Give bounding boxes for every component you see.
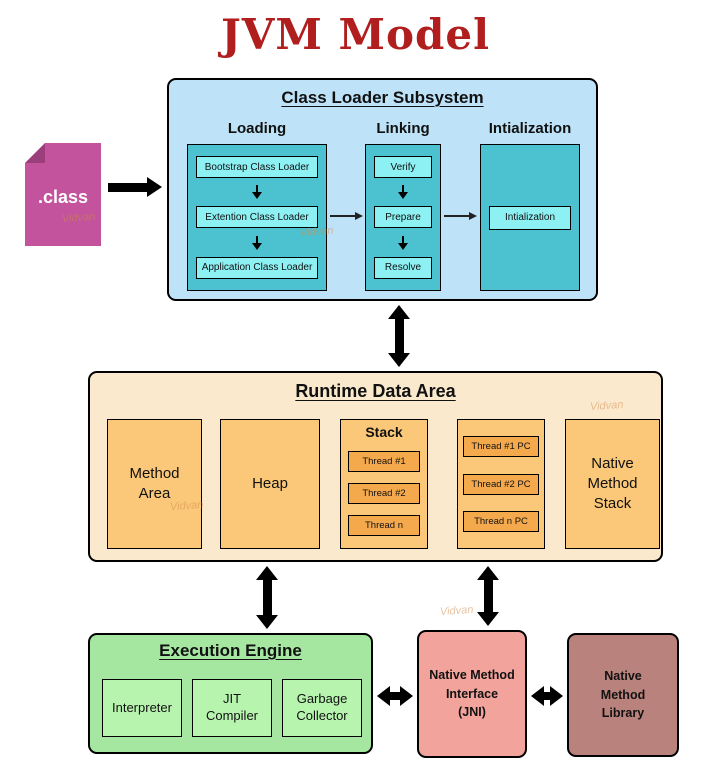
page-title: JVM Model [220, 10, 491, 59]
loading-box: Bootstrap Class Loader Extention Class L… [187, 144, 327, 291]
watermark: Vidvan [439, 603, 474, 619]
pc-registers-box: Thread #1 PC Thread #2 PC Thread n PC [457, 419, 545, 549]
application-class-loader-box: Application Class Loader [196, 256, 318, 279]
bootstrap-class-loader-box: Bootstrap Class Loader [196, 156, 318, 179]
thread-n-pc-box: Thread n PC [463, 510, 539, 532]
thread-1-box: Thread #1 [348, 451, 420, 472]
runtime-data-area-panel: Runtime Data Area Method Area Heap Stack… [88, 371, 663, 562]
stack-title: Stack [365, 424, 403, 440]
thread-1-pc-box: Thread #1 PC [463, 436, 539, 458]
runtime-engine-arrow-icon [255, 566, 279, 629]
thread-2-pc-box: Thread #2 PC [463, 473, 539, 495]
verify-box: Verify [374, 156, 432, 179]
prepare-box: Prepare [374, 206, 432, 229]
garbage-collector-box: Garbage Collector [282, 679, 362, 737]
class-file-icon: .class [25, 143, 101, 246]
class-to-loader-arrow-icon [108, 177, 162, 197]
initialization-step-box: Intialization [489, 205, 571, 230]
heap-box: Heap [220, 419, 320, 549]
loading-header: Loading [227, 120, 287, 137]
arrow-down-icon [252, 235, 262, 250]
interpreter-box: Interpreter [102, 679, 182, 737]
engine-jni-arrow-icon [377, 685, 413, 707]
arrow-down-icon [252, 185, 262, 200]
arrow-down-icon [398, 235, 408, 250]
linking-box: Verify Prepare Resolve [365, 144, 441, 291]
thread-n-box: Thread n [348, 515, 420, 536]
stack-box: Stack Thread #1 Thread #2 Thread n [340, 419, 428, 549]
method-area-box: Method Area [107, 419, 202, 549]
initialization-box: Intialization [480, 144, 580, 291]
file-fold-icon [25, 143, 45, 163]
loader-runtime-arrow-icon [387, 305, 411, 367]
extension-class-loader-box: Extention Class Loader [196, 206, 318, 229]
initialization-header: Intialization [488, 120, 572, 137]
jni-library-arrow-icon [531, 685, 563, 707]
native-method-interface-box: Native Method Interface (JNI) [417, 630, 527, 758]
native-method-library-box: Native Method Library [567, 633, 679, 757]
loading-to-linking-arrow-icon [330, 211, 363, 221]
runtime-title: Runtime Data Area [295, 381, 456, 401]
native-method-stack-box: Native Method Stack [565, 419, 660, 549]
class-loader-title: Class Loader Subsystem [281, 88, 484, 107]
resolve-box: Resolve [374, 256, 432, 279]
execution-engine-title: Execution Engine [159, 641, 302, 660]
arrow-down-icon [398, 185, 408, 200]
linking-header: Linking [376, 120, 430, 137]
thread-2-box: Thread #2 [348, 483, 420, 504]
linking-to-initialization-arrow-icon [444, 211, 477, 221]
jit-compiler-box: JIT Compiler [192, 679, 272, 737]
execution-engine-panel: Execution Engine Interpreter JIT Compile… [88, 633, 373, 754]
runtime-jni-arrow-icon [476, 566, 500, 626]
class-loader-subsystem-panel: Class Loader Subsystem Loading Linking I… [167, 78, 598, 301]
class-file-label: .class [37, 187, 89, 207]
